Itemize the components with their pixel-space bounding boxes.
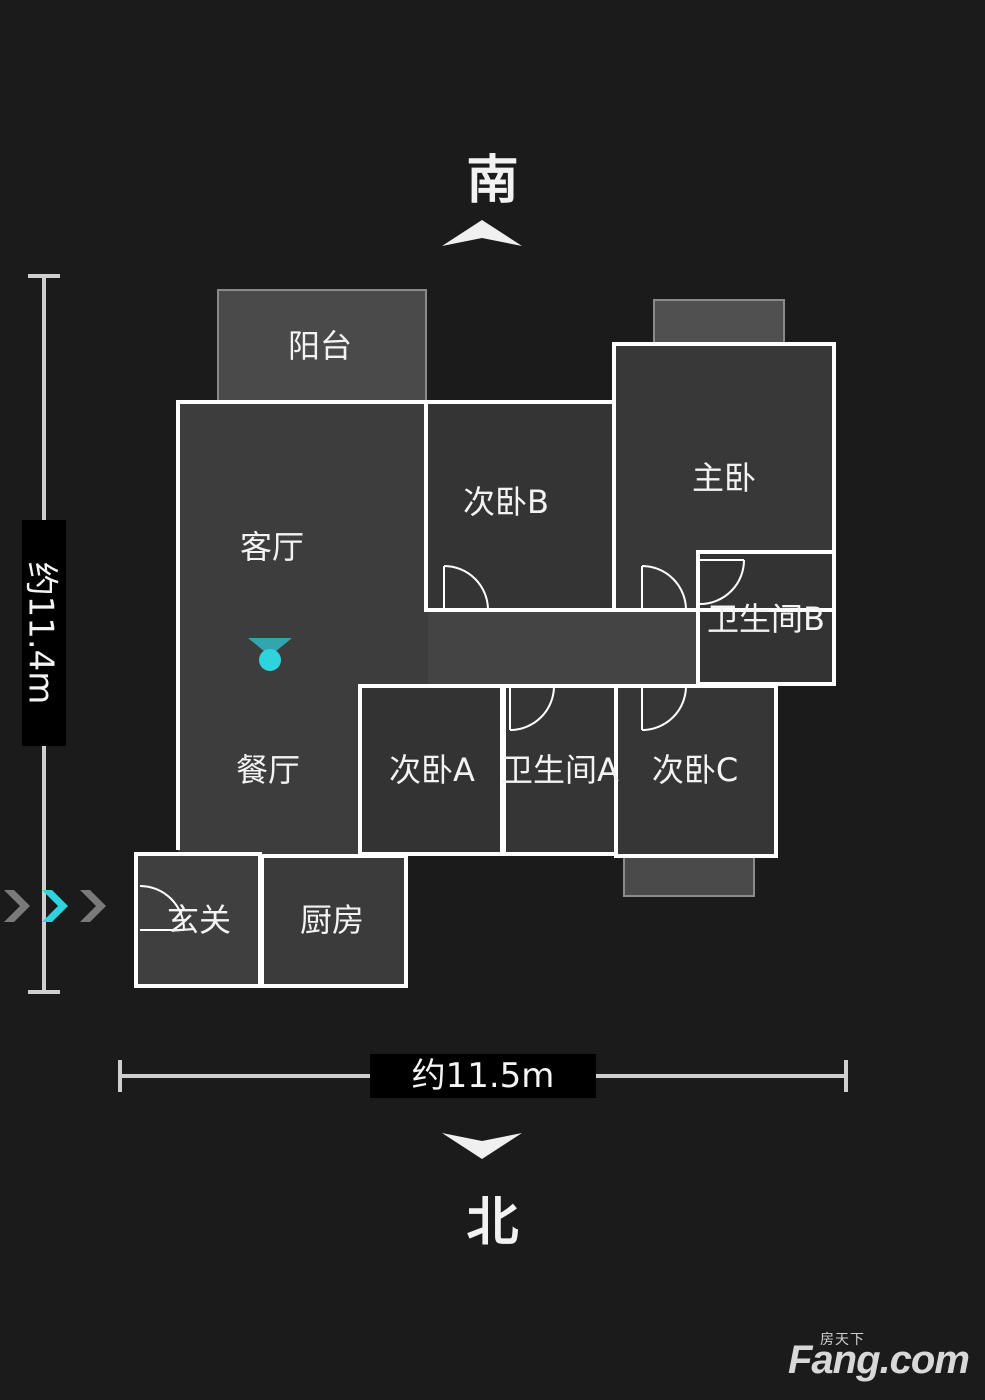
room-label-living-room[interactable]: 客厅 — [239, 528, 305, 566]
balcony-floor — [218, 290, 426, 402]
north-label: 北 — [466, 1193, 519, 1253]
south-arrow-icon — [442, 220, 522, 246]
room-label-kitchen[interactable]: 厨房 — [299, 901, 365, 939]
height-dimension-text: 约11.4m — [20, 561, 61, 705]
viewer-position-marker — [248, 638, 292, 671]
door-bathroom-a-icon — [509, 685, 555, 731]
bedroom-b-floor — [428, 404, 614, 610]
outer-wall-west — [176, 400, 428, 850]
door-bedroom-b-icon — [443, 565, 489, 611]
room-label-bathroom-a[interactable]: 卫生间A — [501, 751, 619, 789]
bedroom-c-balcony-floor — [624, 856, 754, 896]
bedroom-a-floor — [360, 686, 502, 854]
door-master-icon — [641, 565, 687, 611]
entrance-floor — [136, 854, 260, 986]
kitchen-floor — [262, 856, 406, 986]
master-bedroom-walls — [612, 342, 836, 612]
master-balcony-floor — [654, 300, 784, 344]
door-entrance-icon — [139, 885, 185, 931]
south-label: 南 — [466, 151, 519, 211]
bedroom-c-walls — [614, 684, 778, 858]
bathroom-b-floor — [700, 552, 834, 684]
door-bedroom-c-icon — [641, 685, 687, 731]
room-label-balcony[interactable]: 阳台 — [287, 327, 353, 365]
logo-subtitle: 房天下 — [820, 1332, 865, 1348]
logo-wordmark: Fang.com — [788, 1338, 970, 1382]
height-dimension-label: 约11.4m — [20, 520, 66, 746]
room-label-entrance[interactable]: 玄关 — [166, 901, 232, 939]
entry-arrow-icon — [4, 890, 106, 922]
width-dimension-label: 约11.5m — [370, 1054, 596, 1098]
corridor-floor — [428, 610, 698, 686]
room-label-dining-room[interactable]: 餐厅 — [235, 751, 301, 789]
north-arrow-icon — [442, 1133, 522, 1159]
room-label-bedroom-a[interactable]: 次卧A — [389, 751, 475, 789]
kitchen-walls — [260, 854, 408, 988]
door-bathroom-b-icon — [699, 559, 745, 605]
room-label-bedroom-b[interactable]: 次卧B — [463, 483, 549, 521]
room-label-master-bedroom[interactable]: 主卧 — [691, 459, 757, 497]
room-label-bathroom-b[interactable]: 卫生间B — [707, 600, 825, 638]
bathroom-a-floor — [504, 686, 614, 854]
room-label-bedroom-c[interactable]: 次卧C — [651, 751, 739, 789]
